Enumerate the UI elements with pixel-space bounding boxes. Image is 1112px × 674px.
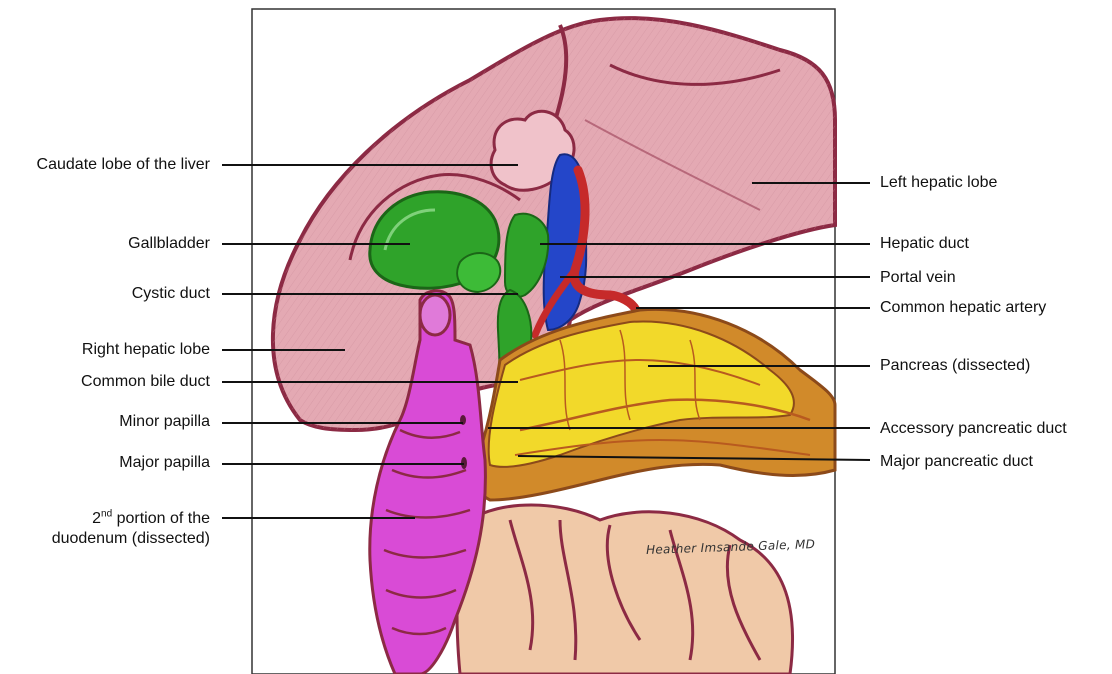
label-pancreas: Pancreas (dissected) [880, 356, 1030, 376]
label-duodenum-line2: duodenum (dissected) [52, 529, 210, 549]
label-major-pancreatic-duct: Major pancreatic duct [880, 452, 1033, 472]
label-gallbladder: Gallbladder [128, 234, 210, 254]
label-portal-vein: Portal vein [880, 268, 956, 288]
label-duodenum: 2nd portion of the duodenum (dissected) [52, 509, 210, 549]
label-common-hepatic-artery: Common hepatic artery [880, 298, 1046, 318]
label-minor-papilla: Minor papilla [119, 412, 210, 432]
label-hepatic-duct: Hepatic duct [880, 234, 969, 254]
label-caudate-lobe: Caudate lobe of the liver [37, 155, 210, 175]
label-accessory-pancreatic-duct: Accessory pancreatic duct [880, 419, 1067, 439]
label-right-hepatic-lobe: Right hepatic lobe [82, 340, 210, 360]
label-major-papilla: Major papilla [119, 453, 210, 473]
label-common-bile-duct: Common bile duct [81, 372, 210, 392]
label-left-hepatic-lobe: Left hepatic lobe [880, 173, 997, 193]
label-cystic-duct: Cystic duct [132, 284, 210, 304]
label-duodenum-line1: 2nd portion of the [52, 509, 210, 529]
